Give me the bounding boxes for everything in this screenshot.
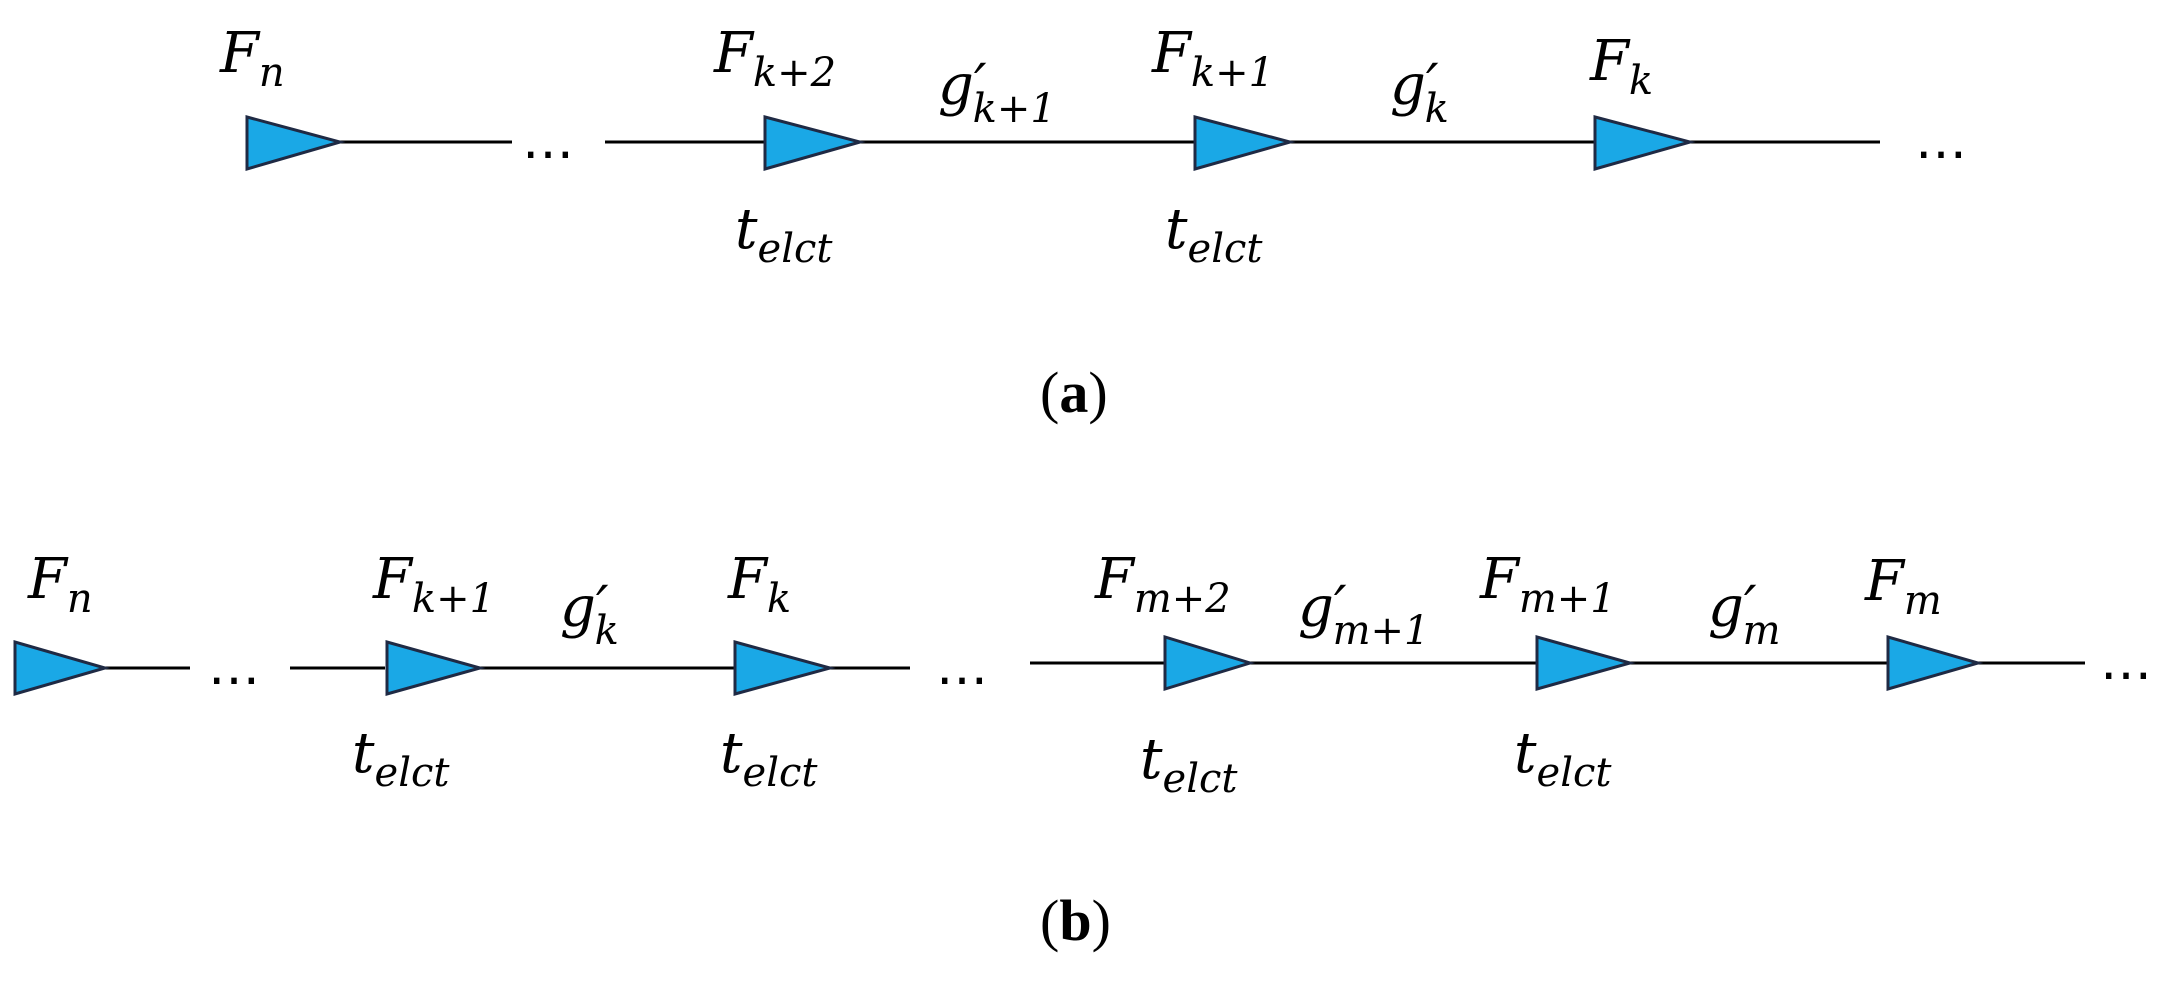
panel-a-time-label-2: telct	[1165, 197, 1263, 272]
panel-b-ellipsis-2: …	[936, 637, 988, 697]
panel-a-node-fn-triangle	[245, 115, 346, 171]
panel-a-node-fk1-triangle	[1193, 115, 1296, 171]
panel-b-node-fk-triangle	[733, 640, 836, 696]
panel-a-time-label-1: telct	[735, 197, 833, 272]
panel-b-node-label-fk1: Fk+1	[372, 547, 495, 622]
panel-b-time-label-4: telct	[1514, 721, 1612, 796]
panel-b-time-label-3: telct	[1140, 727, 1238, 802]
panel-a-node-label-fk1: Fk+1	[1151, 21, 1274, 96]
panel-a-ellipsis-2: …	[1915, 111, 1967, 171]
panel-b-node-label-fm1: Fm+1	[1479, 547, 1616, 622]
panel-b-ellipsis-3: …	[2100, 632, 2152, 692]
panel-b-edge-label-gm1: g′m+1	[1298, 575, 1429, 654]
panel-b: … … … Fn Fk+1 Fk Fm+2 Fm+1 Fm g′k	[13, 547, 2152, 953]
panel-a-node-label-fk: Fk	[1589, 29, 1653, 104]
panel-a-caption: (a)	[1040, 360, 1108, 425]
panel-b-edge-label-gk: g′k	[560, 575, 619, 654]
panel-b-node-fm2-triangle	[1163, 634, 1256, 692]
panel-a-node-fk-triangle	[1593, 115, 1696, 171]
panel-a-edge-label-gk1: g′k+1	[938, 53, 1056, 132]
panel-b-edge-label-gm: g′m	[1708, 575, 1781, 654]
panel-b-node-fm1-triangle	[1535, 635, 1636, 691]
panel-b-node-label-fk: Fk	[727, 547, 791, 622]
panel-a-edge-label-gk: g′k	[1390, 53, 1449, 132]
panel-a-node-label-fk2: Fk+2	[713, 21, 836, 96]
panel-b-caption: (b)	[1040, 888, 1111, 953]
panel-a: … … Fn Fk+2 Fk+1 Fk g′k+1 g′k telct	[219, 21, 1967, 425]
panel-b-node-fn-triangle	[13, 640, 111, 696]
panel-b-node-label-fn: Fn	[27, 547, 93, 622]
panel-b-node-fk1-triangle	[385, 640, 486, 696]
panel-b-node-label-fm: Fm	[1864, 549, 1942, 624]
panel-b-time-label-1: telct	[352, 721, 450, 796]
panel-a-node-label-fn: Fn	[219, 21, 285, 96]
panel-a-node-fk2-triangle	[763, 115, 866, 171]
panel-b-ellipsis-1: …	[208, 637, 260, 697]
panel-b-node-fm-triangle	[1886, 635, 1984, 691]
panel-b-node-label-fm2: Fm+2	[1094, 547, 1231, 622]
panel-b-time-label-2: telct	[720, 721, 818, 796]
panel-a-ellipsis-1: …	[522, 111, 574, 171]
